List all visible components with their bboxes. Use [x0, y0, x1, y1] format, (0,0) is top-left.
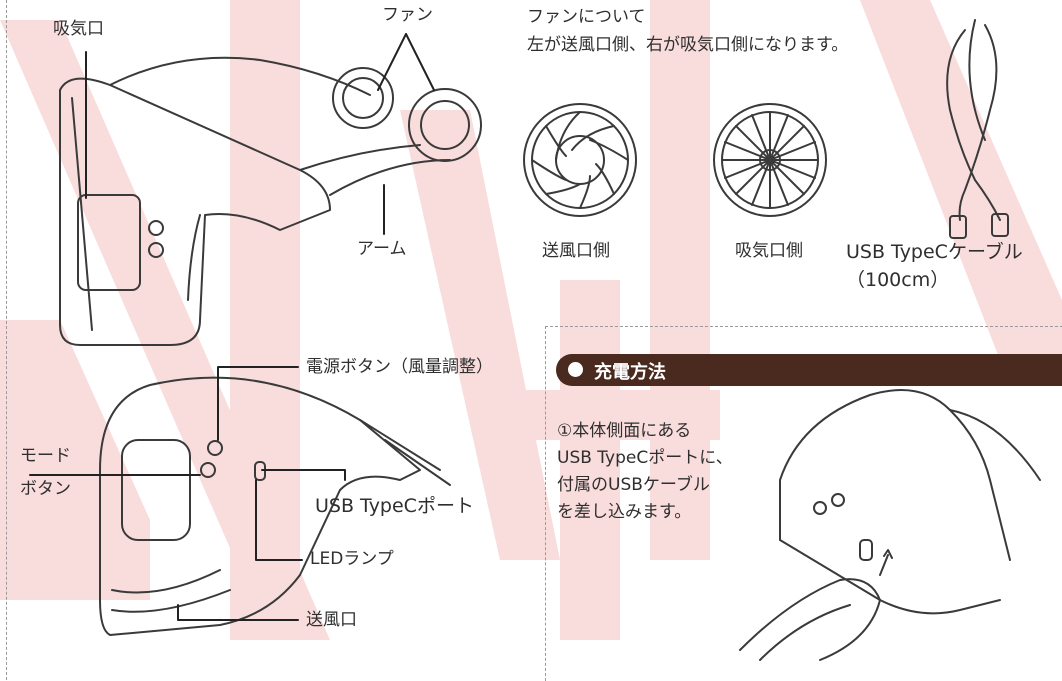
fan-label: ファン — [382, 5, 433, 25]
charging-instruction-line: ①本体側面にある — [557, 421, 692, 441]
led-lamp-label: LEDランプ — [310, 549, 394, 569]
charging-instruction-line: を差し込みます。 — [557, 502, 692, 522]
charging-instructions: ①本体側面にある USB TypeCポートに、 付属のUSBケーブル を差し込み… — [557, 418, 733, 526]
charging-section-header: 充電方法 — [556, 354, 1062, 386]
usb-cable-illustration — [946, 19, 1009, 239]
cable-length-label: （100cm） — [846, 269, 950, 291]
neck-fan-illustration — [59, 56, 482, 346]
charging-illustration — [739, 389, 1041, 661]
left-dashed-border — [6, 0, 7, 680]
charging-section-border — [545, 326, 1062, 681]
intake-side-label: 吸気口側 — [735, 241, 803, 261]
mode-button-label-line2: ボタン — [20, 479, 71, 499]
intake-label: 吸気口 — [53, 19, 104, 39]
intake-side-fan-diagram — [713, 103, 827, 217]
usb-port-label: USB TypeCポート — [315, 495, 474, 517]
cable-label: USB TypeCケーブル — [846, 241, 1023, 263]
charging-instruction-line: USB TypeCポートに、 — [557, 448, 733, 468]
outlet-label: 送風口 — [306, 610, 357, 630]
fan-note-title: ファンについて — [527, 7, 646, 27]
charging-instruction-line: 付属のUSBケーブル — [557, 475, 710, 495]
charging-section-title: 充電方法 — [594, 362, 666, 383]
bullet-icon — [568, 362, 583, 377]
fan-note-description: 左が送風口側、右が吸気口側になります。 — [527, 35, 849, 55]
arm-label: アーム — [357, 239, 407, 259]
body-illustration — [99, 376, 451, 636]
outlet-side-fan-diagram — [523, 103, 637, 217]
mode-button-label-line1: モード — [20, 446, 71, 466]
power-button-label: 電源ボタン（風量調整） — [306, 357, 493, 377]
outlet-side-label: 送風口側 — [542, 241, 610, 261]
